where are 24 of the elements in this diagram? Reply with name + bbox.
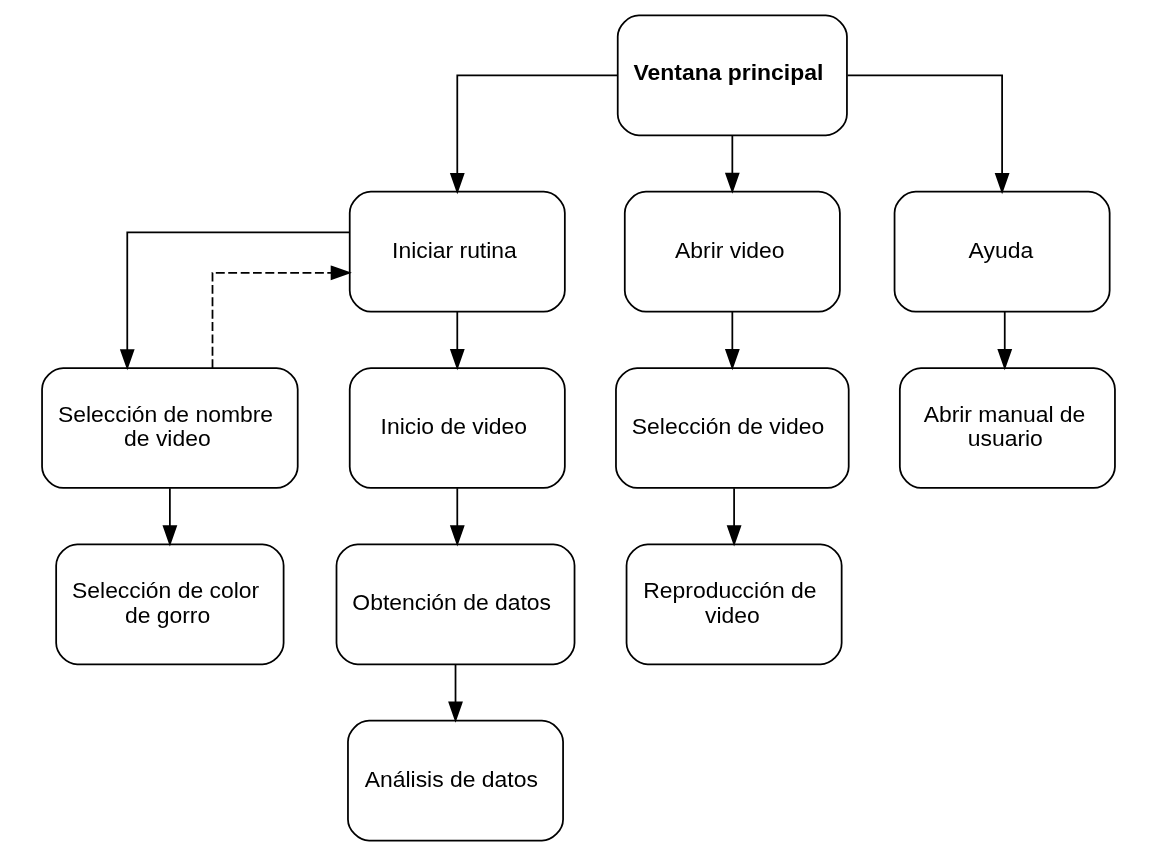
node-box: Abrir manual de usuario bbox=[898, 367, 1116, 489]
arrow bbox=[119, 231, 351, 371]
arrow bbox=[724, 134, 740, 194]
node-box: Selección de nombre de video bbox=[41, 367, 299, 489]
arrow bbox=[846, 74, 1010, 195]
arrow bbox=[448, 663, 463, 723]
node-box: Selección de color de gorro bbox=[55, 543, 285, 666]
arrow bbox=[449, 311, 465, 371]
node-box: Iniciar rutina bbox=[348, 190, 566, 313]
arrow bbox=[449, 74, 619, 195]
node-box: Reproducción de video bbox=[625, 543, 843, 666]
arrow bbox=[211, 265, 352, 369]
node-box: Abrir video bbox=[623, 190, 841, 313]
node-box: Análisis de datos bbox=[347, 719, 564, 842]
arrow bbox=[449, 487, 465, 547]
node-box: Ventana principal bbox=[616, 14, 848, 137]
arrow bbox=[726, 487, 742, 547]
node-box: Selección de video bbox=[615, 367, 850, 489]
arrow bbox=[162, 487, 178, 547]
node-box: Ayuda bbox=[893, 190, 1111, 313]
arrow bbox=[724, 311, 740, 371]
node-box: Inicio de video bbox=[348, 367, 566, 489]
arrow bbox=[997, 311, 1013, 371]
node-box: Obtención de datos bbox=[335, 543, 576, 666]
